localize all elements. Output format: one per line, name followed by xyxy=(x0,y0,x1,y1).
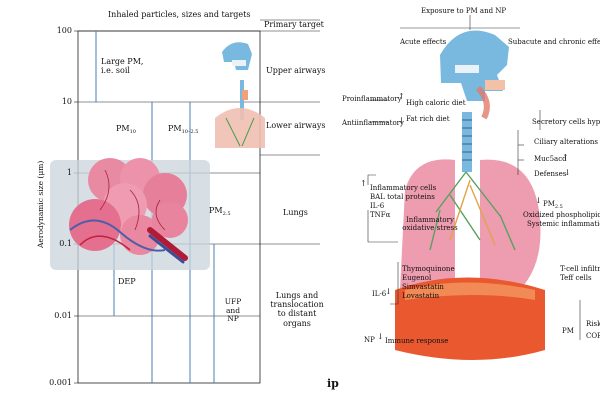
down-arrow-icon: ↓ xyxy=(535,196,542,205)
drug-thymoquinone: Thymoquinone xyxy=(402,265,455,273)
proinflammatory-label: Proinflammatory xyxy=(342,95,402,103)
oxidized-phospholipid-label: Oxidized phospholipid der xyxy=(523,211,600,219)
down-arrow-icon: ↓ xyxy=(377,332,384,341)
acute-effects-label: Acute effects xyxy=(400,38,447,46)
il6-label: IL-6 xyxy=(372,290,387,298)
label-dep: DEP xyxy=(118,277,136,286)
label-large-pm: Large PM, i.e. soil xyxy=(101,57,144,76)
up-arrow-icon: ↑ xyxy=(360,179,367,188)
drug-simvastatin: Simvastatin xyxy=(402,283,444,291)
left-panel-title: Inhaled particles, sizes and targets xyxy=(108,10,251,19)
tcell-label: T-cell infiltrat xyxy=(560,265,600,273)
y-tick-001: 0.01 xyxy=(54,311,72,320)
high-caloric-diet-label: High caloric diet xyxy=(406,99,466,107)
pm-label: PM xyxy=(562,327,574,335)
label-pm2-5: PM2.5 xyxy=(209,206,231,217)
y-tick-100: 100 xyxy=(56,26,72,35)
y-tick-1: 1 xyxy=(66,168,72,177)
pm25-right-label: PM2.5 xyxy=(543,200,563,210)
drug-lovastatin: Lovastatin xyxy=(402,292,440,300)
target-upper-airways: Upper airways xyxy=(266,66,326,75)
subacute-effects-label: Subacute and chronic effects xyxy=(508,38,600,46)
il6-list-label: IL-6 xyxy=(370,202,385,210)
np-label: NP xyxy=(364,336,375,344)
down-arrow-icon: ↓ xyxy=(385,287,392,296)
label-ufp-np: UFP and NP xyxy=(224,297,242,324)
down-arrow-icon: ↓ xyxy=(398,116,405,125)
antiinflammatory-label: Antiinflammatory xyxy=(342,119,404,127)
label-pm10: PM10 xyxy=(116,124,136,135)
exposure-label: Exposure to PM and NP xyxy=(421,7,507,15)
right-panel-connectors xyxy=(367,15,581,340)
bal-proteins-label: BAL total proteins xyxy=(370,193,435,201)
risk-label: Risk xyxy=(586,320,600,328)
airway-illustration-right xyxy=(395,30,545,360)
inflammatory-cells-label: Inflammatory cells xyxy=(370,184,437,192)
down-arrow-icon: ↓ xyxy=(564,168,571,177)
center-mark: ip xyxy=(327,377,339,390)
target-distant-organs: Lungs and translocation to distant organ… xyxy=(270,291,324,328)
defenses-label: Defenses xyxy=(534,170,567,178)
drug-eugenol: Eugenol xyxy=(402,274,432,282)
target-lower-airways: Lower airways xyxy=(266,121,326,130)
label-pm10-2-5: PM10–2.5 xyxy=(168,124,199,135)
np-immune-label: Immune response xyxy=(385,337,449,345)
inflammatory-stress-label: Inflammatory oxidative stress xyxy=(402,216,458,233)
tnf-alpha-label: TNFα xyxy=(370,211,391,219)
ciliary-alterations-label: Ciliary alterations xyxy=(534,138,599,146)
teff-label: Teff cells xyxy=(560,274,592,282)
y-tick-01: 0.1 xyxy=(59,239,72,248)
y-tick-10: 10 xyxy=(61,97,72,106)
fat-rich-diet-label: Fat rich diet xyxy=(406,115,450,123)
cor-label: COR xyxy=(586,332,600,340)
up-arrow-icon: ↑ xyxy=(562,153,569,162)
airway-illustration-left xyxy=(215,42,265,148)
header-primary-target: Primary target xyxy=(264,20,324,29)
up-arrow-icon: ↑ xyxy=(398,92,405,101)
muc5acd-label: Muc5acd xyxy=(534,155,567,163)
secretory-cells-label: Secretory cells hyperpl xyxy=(532,118,600,126)
systemic-inflammation-label: Systemic inflammatio xyxy=(527,220,600,228)
alveoli-illustration xyxy=(50,158,210,270)
y-tick-0001: 0.001 xyxy=(49,378,72,387)
target-lungs: Lungs xyxy=(283,208,308,217)
